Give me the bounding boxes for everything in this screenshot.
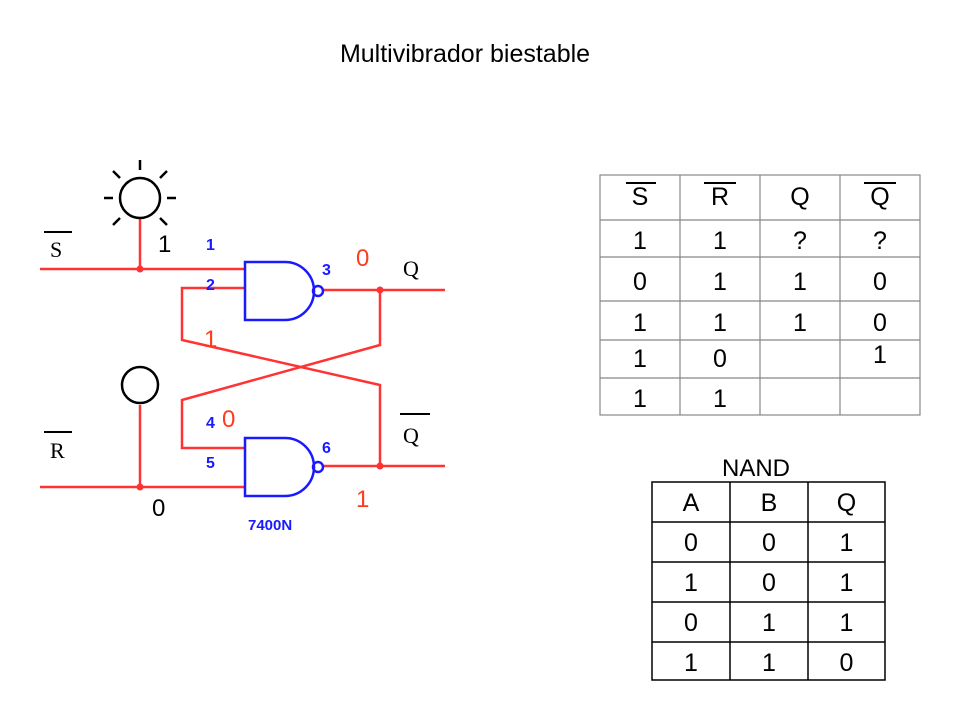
label-r: R (50, 438, 65, 463)
logic-s-value: 1 (158, 231, 171, 258)
label-qbar: Q (403, 423, 419, 448)
pin-number: 5 (206, 455, 215, 472)
sr-cell: 0 (713, 345, 727, 373)
sr-header-r: R (710, 183, 730, 211)
sr-truth-table: S R Q Q 1 1 ? ? 0 1 1 0 1 1 1 0 1 0 1 1 … (600, 175, 920, 415)
nand-cell: 0 (684, 609, 698, 637)
sr-cell: 1 (633, 385, 647, 413)
nand-gate-1 (243, 260, 325, 322)
sr-cell: ? (793, 227, 807, 255)
logic-qbar-value: 1 (356, 486, 369, 513)
nand-table-title: NAND (722, 455, 791, 482)
nand-truth-table: A B Q 0 0 1 1 0 1 0 1 1 1 1 0 (652, 482, 885, 680)
sr-cell: 0 (633, 268, 647, 296)
sr-cell: 1 (633, 309, 647, 337)
logic-feedback-2-value: 0 (222, 406, 235, 433)
nand-header-b: B (760, 489, 778, 517)
nand-cell: 1 (762, 609, 776, 637)
nand-cell: 1 (839, 529, 854, 557)
switch-icon (120, 365, 160, 405)
sr-cell: 1 (793, 268, 807, 296)
sr-cell: 0 (873, 309, 887, 337)
lamp-icon (104, 160, 176, 226)
logic-feedback-1-value: 1 (204, 326, 217, 353)
page-title: Multivibrador biestable (339, 40, 591, 68)
nand-cell: 0 (762, 569, 776, 597)
sr-cell: 1 (633, 345, 647, 373)
nand-cell: 1 (684, 569, 698, 597)
junction-dot (136, 483, 144, 491)
chip-label: 7400N (248, 517, 292, 534)
label-q: Q (403, 256, 419, 281)
sr-cell: 1 (713, 309, 727, 337)
nand-cell: 0 (684, 529, 698, 557)
pin-number: 4 (206, 415, 215, 432)
junction-dot (376, 462, 384, 470)
nand-header-q: Q (836, 489, 857, 517)
sr-header-q: Q (790, 183, 810, 211)
junction-dot (136, 265, 144, 273)
sr-cell: 1 (713, 227, 727, 255)
nand-cell: 1 (839, 569, 854, 597)
junction-dot (376, 286, 384, 294)
sr-cell: 1 (793, 309, 807, 337)
sr-cell: 1 (713, 268, 727, 296)
pin-number: 3 (322, 262, 331, 279)
sr-cell: 0 (873, 268, 887, 296)
pin-number: 2 (206, 277, 215, 294)
sr-cell: 1 (873, 341, 887, 369)
pin-number: 6 (322, 440, 331, 457)
sr-cell: 1 (633, 227, 647, 255)
nand-header-a: A (682, 489, 700, 517)
logic-r-value: 0 (152, 495, 165, 522)
sr-cell: 1 (713, 385, 727, 413)
label-s: S (50, 237, 62, 262)
logic-q-value: 0 (356, 245, 369, 272)
sr-header-s: S (631, 183, 649, 211)
nand-table-grid (651, 481, 886, 681)
nand-cell: 0 (839, 649, 854, 677)
wires (40, 218, 445, 489)
sr-header-qbar: Q (870, 183, 890, 211)
nand-gate-2 (243, 436, 325, 498)
nand-cell: 1 (684, 649, 698, 677)
nand-cell: 0 (762, 529, 776, 557)
sr-cell: ? (873, 227, 887, 255)
pin-number: 1 (206, 237, 215, 254)
nand-cell: 1 (839, 609, 854, 637)
sr-table-grid (599, 174, 921, 416)
nand-cell: 1 (762, 649, 776, 677)
